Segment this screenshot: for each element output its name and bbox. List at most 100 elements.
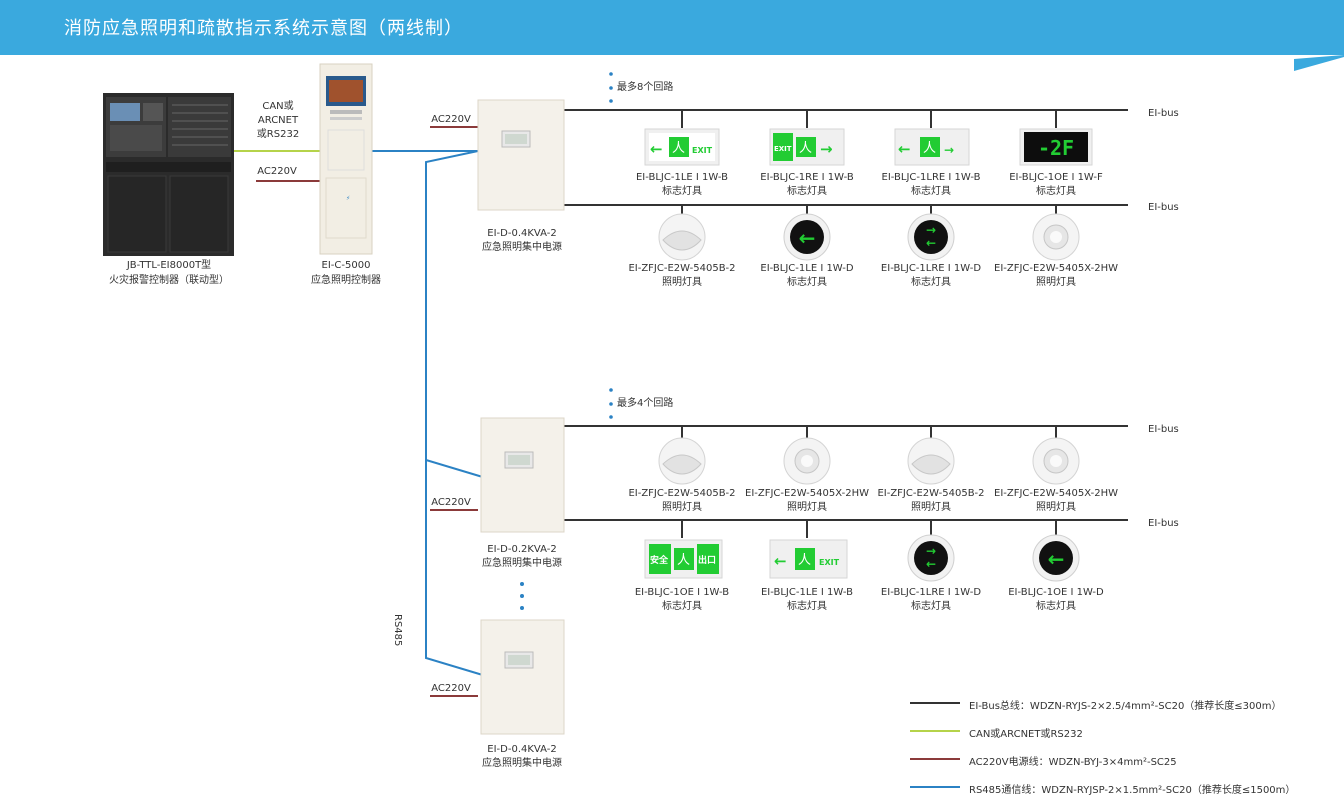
- dome-light-icon: [658, 213, 706, 261]
- round-arrow-left-sign-icon: ←: [1032, 534, 1080, 582]
- fixture-type: 标志灯具: [787, 601, 827, 612]
- legend-rs485: RS485通信线：WDZN-RYJSP-2×1.5mm²-SC20（推荐长度≤1…: [969, 785, 1296, 796]
- fixture-type: 标志灯具: [911, 601, 951, 612]
- fixture-type: 标志灯具: [787, 186, 827, 197]
- bus-label-g2r1: EI-bus: [1148, 424, 1179, 435]
- lighting-controller-name: 应急照明控制器: [311, 275, 381, 286]
- svg-text:人: 人: [798, 553, 811, 568]
- fixture-type: 照明灯具: [911, 502, 951, 513]
- fixture-type: 照明灯具: [1036, 277, 1076, 288]
- fixture-model: EI-BLJC-1OE I 1W-B: [634, 587, 730, 598]
- svg-text:←: ←: [650, 140, 663, 158]
- ellipsis-dots: [520, 72, 613, 610]
- can-label-line2: ARCNET: [257, 115, 299, 126]
- fixture-type: 标志灯具: [662, 186, 702, 197]
- svg-text:→: →: [944, 143, 954, 157]
- ei-bus-lines: [564, 109, 1128, 538]
- ac220-label-psu3: AC220V: [431, 683, 471, 694]
- fixture-model: EI-ZFJC-E2W-5405X-2HW: [994, 488, 1118, 499]
- safety-text: 安全: [650, 554, 669, 566]
- exit-text: EXIT: [819, 558, 840, 567]
- fixture-model: EI-BLJC-1LE I 1W-B: [635, 172, 728, 183]
- fixture-model: EI-BLJC-1LRE I 1W-D: [880, 587, 982, 598]
- header-bar: 消防应急照明和疏散指示系统示意图（两线制）: [0, 0, 1344, 55]
- can-label-line1: CAN或: [262, 101, 294, 112]
- svg-text:←: ←: [1048, 547, 1065, 571]
- legend-ac220: AC220V电源线：WDZN-BYJ-3×4mm²-SC25: [969, 757, 1177, 768]
- fixture-type: 照明灯具: [662, 277, 702, 288]
- downlight-icon: [1032, 437, 1080, 485]
- psu2-model: EI-D-0.2KVA-2: [487, 544, 557, 555]
- page-title: 消防应急照明和疏散指示系统示意图（两线制）: [64, 18, 463, 39]
- exit-text: EXIT: [692, 146, 713, 155]
- bus-label-g1r2: EI-bus: [1148, 202, 1179, 213]
- svg-text:→: →: [926, 544, 936, 558]
- round-bidirectional-sign-icon: → ←: [907, 213, 955, 261]
- fixture-model: EI-BLJC-1LRE I 1W-D: [880, 263, 982, 274]
- rs485-lines: [372, 150, 487, 677]
- floor-sign-icon: -2F: [1019, 128, 1093, 166]
- legend-lines: [910, 702, 960, 788]
- svg-text:→: →: [820, 140, 833, 158]
- fixture-model: EI-ZFJC-E2W-5405B-2: [628, 488, 736, 499]
- fixture-model: EI-BLJC-1OE I 1W-D: [1008, 587, 1104, 598]
- psu-box-2: [480, 417, 565, 533]
- fixture-type: 照明灯具: [787, 502, 827, 513]
- svg-text:人: 人: [923, 141, 936, 156]
- bus-label-g1r1: EI-bus: [1148, 108, 1179, 119]
- downlight-icon: [1032, 213, 1080, 261]
- fixture-model: EI-BLJC-1LRE I 1W-B: [881, 172, 981, 183]
- svg-text:←: ←: [926, 557, 936, 571]
- fixture-model: EI-BLJC-1LE I 1W-B: [760, 587, 853, 598]
- legend-ei-bus: EI-Bus总线：WDZN-RYJS-2×2.5/4mm²-SC20（推荐长度≤…: [969, 701, 1282, 712]
- exit-cn-text: 出口: [698, 554, 716, 566]
- fire-alarm-name: 火灾报警控制器（联动型）: [109, 275, 229, 286]
- fixture-type: 标志灯具: [1036, 601, 1076, 612]
- svg-text:←: ←: [898, 140, 911, 158]
- svg-text:人: 人: [672, 141, 685, 156]
- legend-can: CAN或ARCNET或RS232: [969, 729, 1083, 740]
- svg-text:←: ←: [799, 226, 816, 250]
- psu3-model: EI-D-0.4KVA-2: [487, 744, 557, 755]
- fire-alarm-model: JB-TTL-EI8000T型: [126, 260, 212, 271]
- ac220-label-psu1: AC220V: [431, 114, 471, 125]
- exit-right-sign-icon: EXIT 人 →: [769, 128, 845, 166]
- fixture-type: 标志灯具: [787, 277, 827, 288]
- svg-text:←: ←: [926, 236, 936, 250]
- psu3-name: 应急照明集中电源: [482, 758, 562, 769]
- fixture-type: 照明灯具: [662, 502, 702, 513]
- bus-label-g2r2: EI-bus: [1148, 518, 1179, 529]
- ac220-label-psu2: AC220V: [431, 497, 471, 508]
- exit-left-sign-icon: ← 人 EXIT: [769, 539, 848, 579]
- downlight-icon: [783, 437, 831, 485]
- round-arrow-left-sign-icon: ←: [783, 213, 831, 261]
- safety-exit-sign-icon: 安全 人 出口: [644, 539, 723, 579]
- psu-box-3: [480, 619, 565, 735]
- can-label-line3: 或RS232: [256, 129, 300, 140]
- svg-text:人: 人: [799, 141, 812, 156]
- exit-text: EXIT: [774, 145, 792, 153]
- fire-alarm-controller: [103, 93, 234, 256]
- rs485-label: RS485: [392, 614, 403, 647]
- fixture-type: 标志灯具: [911, 277, 951, 288]
- fixture-type: 标志灯具: [911, 186, 951, 197]
- psu1-model: EI-D-0.4KVA-2: [487, 228, 557, 239]
- fixture-model: EI-BLJC-1OE I 1W-F: [1009, 172, 1103, 183]
- svg-text:人: 人: [677, 553, 690, 568]
- group2-max-loops: 最多4个回路: [617, 398, 674, 409]
- svg-text:⚡: ⚡: [346, 195, 350, 202]
- corner-decoration: [1294, 55, 1344, 71]
- round-bidirectional-sign-icon: → ←: [907, 534, 955, 582]
- psu2-name: 应急照明集中电源: [482, 558, 562, 569]
- fixture-model: EI-ZFJC-E2W-5405B-2: [877, 488, 985, 499]
- dome-light-icon: [907, 437, 955, 485]
- lighting-controller-cabinet: ⚡: [319, 63, 373, 255]
- fixture-model: EI-ZFJC-E2W-5405X-2HW: [994, 263, 1118, 274]
- floor-display: -2F: [1038, 136, 1074, 160]
- ac220-lines: [256, 126, 478, 697]
- fixture-type: 照明灯具: [1036, 502, 1076, 513]
- fixture-model: EI-BLJC-1LE I 1W-D: [760, 263, 854, 274]
- psu-box-1: [477, 99, 565, 211]
- fixture-type: 标志灯具: [662, 601, 702, 612]
